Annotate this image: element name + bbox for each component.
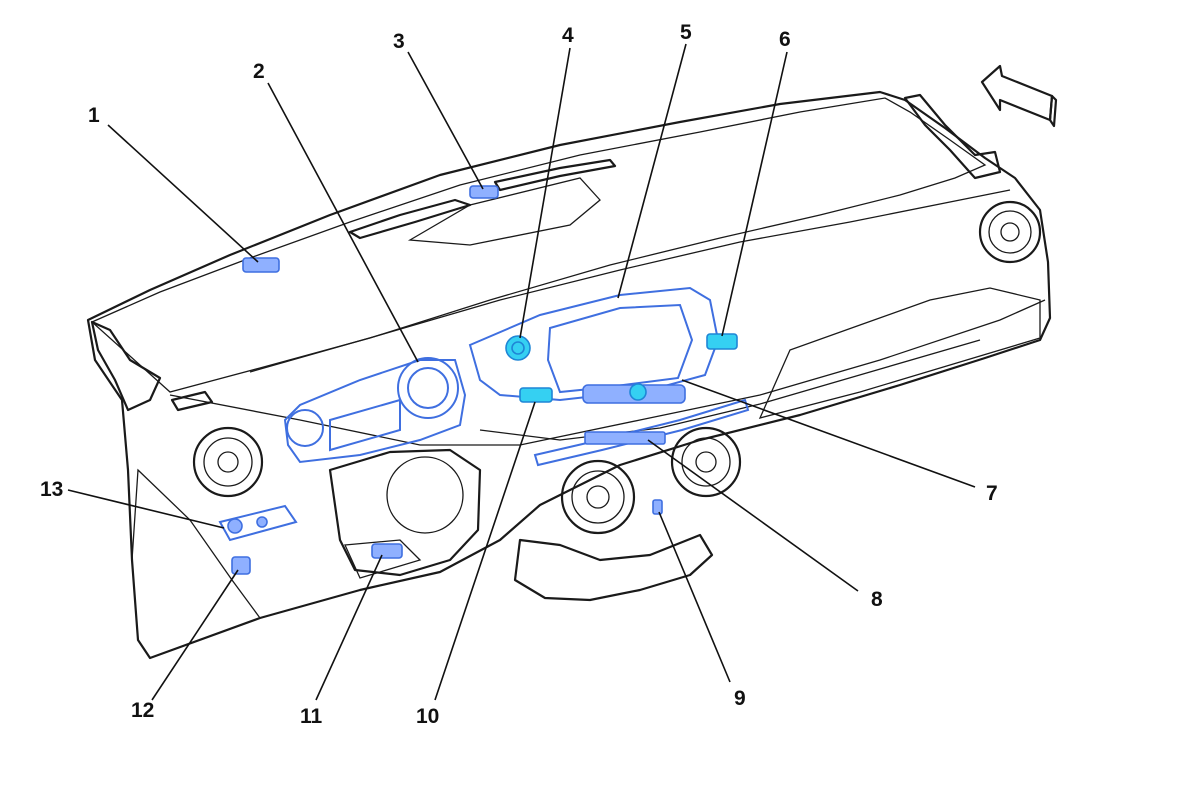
right-end-bracket [903, 93, 1002, 180]
vent-center-left [560, 459, 636, 535]
part-4-knob [505, 335, 531, 361]
leader-10 [434, 401, 536, 701]
part-13-light-switch-panel [218, 504, 298, 542]
part-9-button [652, 499, 663, 515]
callout-1: 1 [88, 104, 100, 127]
part-7-control-strip [582, 383, 686, 404]
part-8-switch-bank [533, 398, 750, 467]
dashboard-body [86, 90, 1052, 660]
leader-8 [647, 439, 859, 592]
center-stack-lower [513, 533, 714, 602]
arrow-direction-icon [980, 64, 1058, 128]
column-shroud [328, 448, 482, 577]
steering-hub-opening [386, 456, 464, 534]
part-12-switch [231, 556, 251, 575]
callout-6: 6 [779, 28, 791, 51]
vent-center-right [670, 426, 742, 498]
part-1-sensor [242, 257, 280, 273]
right-side-face [758, 287, 1041, 419]
leader-12 [151, 569, 239, 701]
part-10-button [519, 387, 553, 403]
leader-2 [267, 82, 419, 363]
steering-column-area [328, 448, 714, 602]
part-2-instrument-cluster [283, 357, 467, 464]
callout-13: 13 [40, 478, 63, 501]
vent-side-left [170, 390, 214, 412]
left-end-bracket [90, 320, 162, 412]
leader-4 [519, 47, 571, 339]
callout-8: 8 [871, 588, 883, 611]
callout-3: 3 [393, 30, 405, 53]
part-11-switch [371, 543, 403, 559]
knee-panel [344, 539, 422, 579]
part-3-sensor [469, 185, 499, 199]
callout-10: 10 [416, 705, 439, 728]
callout-labels: 1 2 3 4 5 6 7 8 9 10 11 12 13 [40, 21, 998, 728]
leader-1 [107, 124, 259, 263]
leader-5 [617, 43, 687, 299]
part-5-display [468, 286, 720, 402]
callout-7: 7 [986, 482, 998, 505]
dashboard-lower-face [131, 468, 262, 659]
callout-11: 11 [300, 705, 323, 728]
highlighted-parts [218, 185, 750, 575]
callout-4: 4 [562, 24, 574, 47]
dashboard-top-surface [90, 97, 987, 393]
vent-left-outer [192, 426, 264, 498]
leader-7 [681, 379, 976, 488]
leader-6 [721, 51, 788, 337]
leader-lines [67, 43, 976, 701]
defrost-vent-right [493, 158, 617, 192]
seam-line-lower [479, 339, 981, 441]
center-top-pod [407, 177, 601, 246]
leader-13 [67, 489, 225, 529]
callout-12: 12 [131, 699, 154, 722]
defrost-vent-left [348, 198, 472, 240]
leader-11 [315, 554, 383, 701]
vent-right-outer [978, 200, 1042, 264]
callout-2: 2 [253, 60, 265, 83]
seam-line-mid [169, 299, 1046, 446]
part-6-button [706, 333, 738, 350]
leader-3 [407, 51, 484, 190]
callout-9: 9 [734, 687, 746, 710]
air-vents [170, 200, 1042, 535]
leader-9 [658, 511, 731, 683]
callout-5: 5 [680, 21, 692, 44]
